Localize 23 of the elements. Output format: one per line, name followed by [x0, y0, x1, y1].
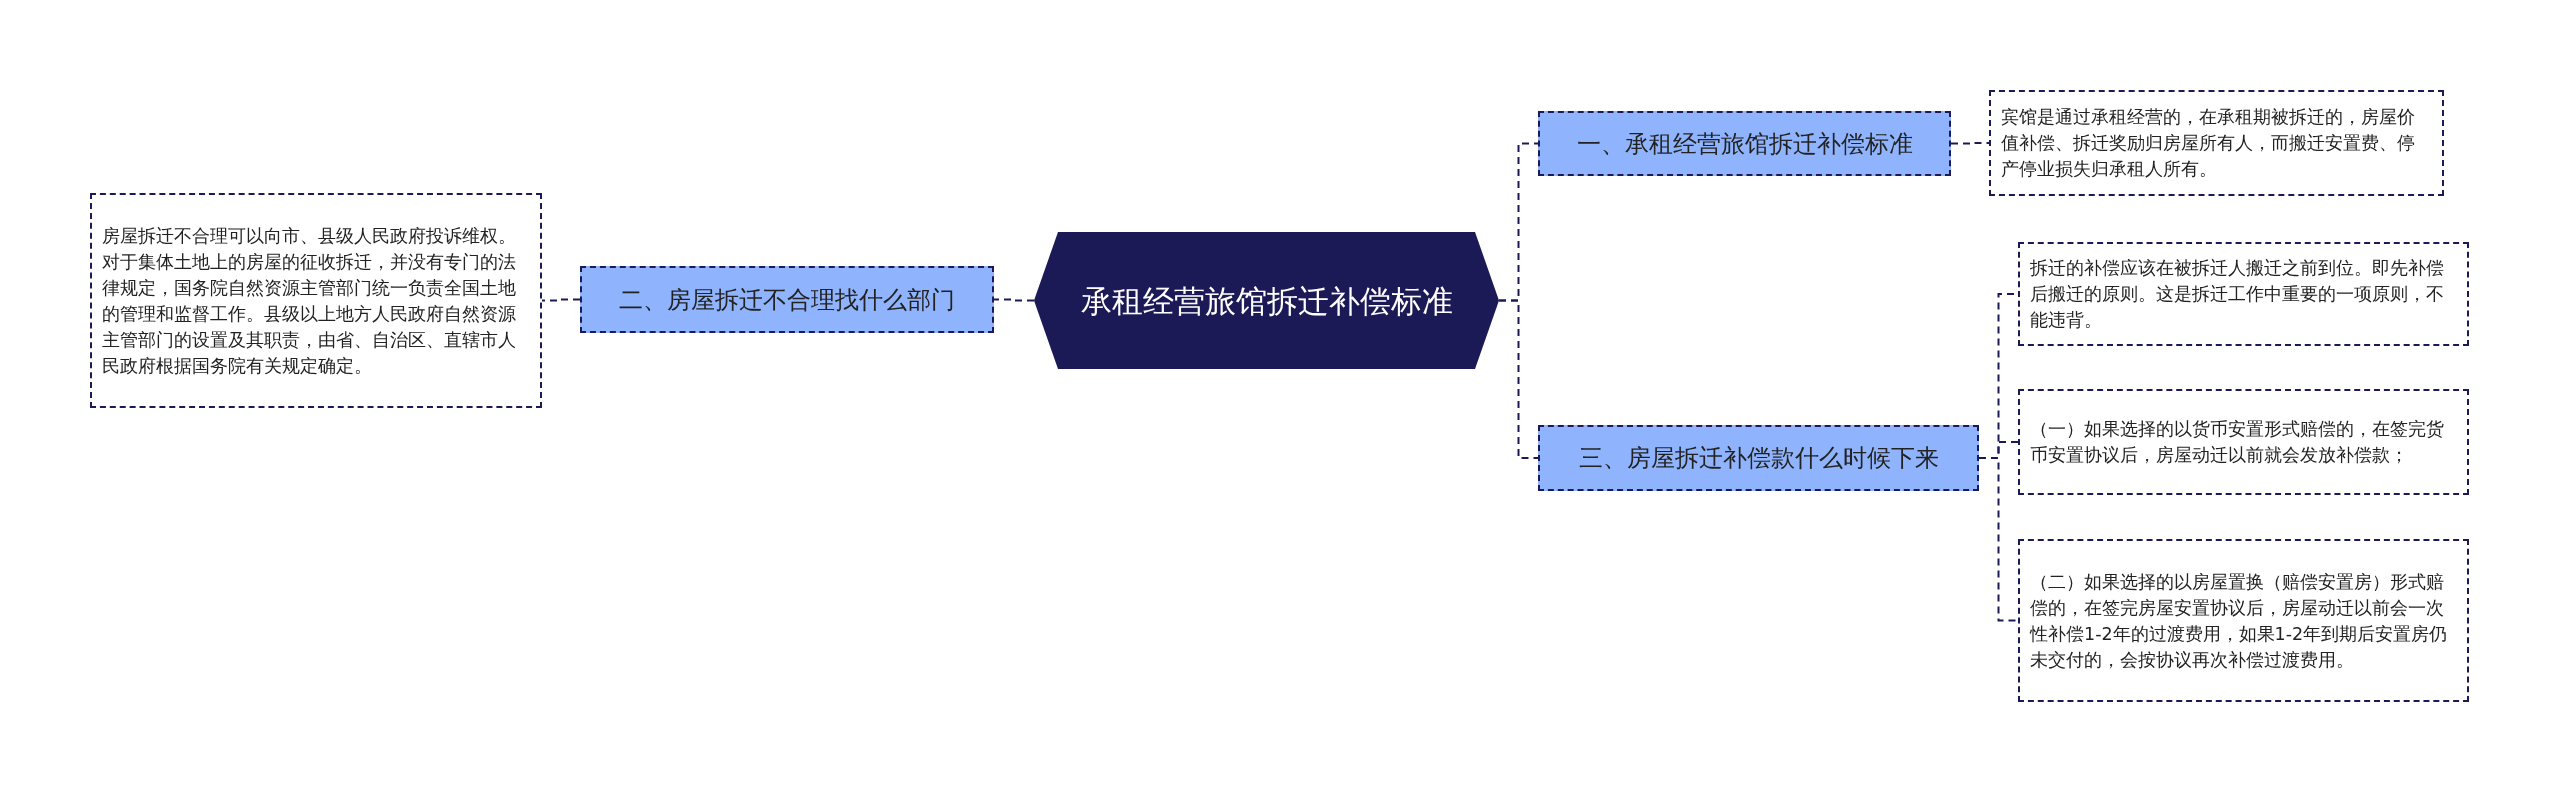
note-box	[1989, 90, 2444, 196]
connector-line	[1498, 299, 1539, 459]
topic-box	[1538, 111, 1951, 176]
note-text: 拆迁的补偿应该在被拆迁人搬迁之前到位。即先补偿后搬迁的原则。这是拆迁工作中重要的一项原则，不能违背。	[2030, 257, 2445, 332]
connector-line	[1978, 457, 2019, 622]
connector-line	[1950, 142, 1990, 145]
topic-box	[580, 266, 994, 333]
note-box	[2018, 242, 2469, 346]
connector-line	[541, 298, 581, 302]
topic-box	[1538, 425, 1979, 491]
topic-label: 一、承租经营旅馆拆迁补偿标准	[1576, 128, 1913, 160]
central-topic	[1034, 232, 1499, 369]
topic-title: 承租经营旅馆拆迁补偿标准	[1080, 281, 1453, 321]
note-box	[90, 193, 542, 408]
topic-label: 二、房屋拆迁不合理找什么部门	[619, 284, 955, 316]
topic-label: 三、房屋拆迁补偿款什么时候下来	[1578, 443, 1939, 474]
note-text: （二）如果选择的以房屋置换（赔偿安置房）形式赔偿的，在签完房屋安置协议后，房屋动迁以前会一次性补偿1-2年的过渡费用，如果1-2年到期后安置房仍未交付的，会按协议再次补偿过渡费用。	[2030, 570, 2449, 672]
note-box	[2018, 539, 2469, 702]
note-box	[2018, 389, 2469, 495]
note-text: 房屋拆迁不合理可以向市、县级人民政府投诉维权。对于集体土地上的房屋的征收拆迁，并没有专门的法律规定，国务院自然资源主管部门统一负责全国土地的管理和监督工作。县级以上地方人民政府自然资源主管部门的设置及其职责，由省、自治区、直辖市人民政府根据国务院有关规定确定。	[102, 224, 517, 378]
note-text: 宾馆是通过承租经营的，在承租期被拆迁的，房屋价值补偿、拆迁奖励归房屋所有人，而搬迁安置费、停产停业损失归承租人所有。	[2001, 106, 2416, 181]
note-text: （一）如果选择的以货币安置形式赔偿的，在签完货币安置协议后，房屋动迁以前就会发放补偿款；	[2030, 418, 2445, 467]
connector-line	[993, 298, 1035, 302]
